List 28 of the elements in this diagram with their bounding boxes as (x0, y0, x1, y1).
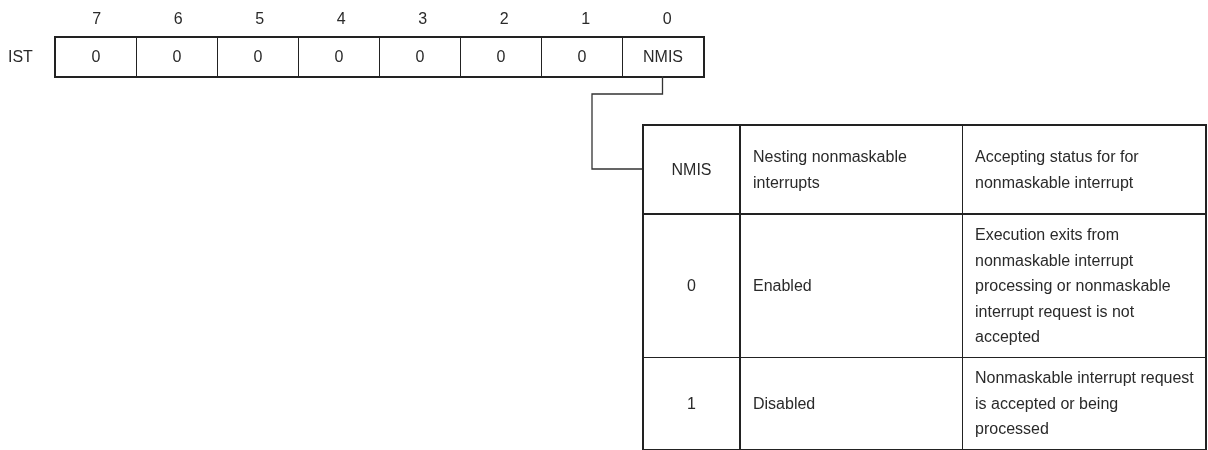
bit-cell: 0 (298, 38, 379, 76)
table-cell: Enabled (739, 213, 962, 357)
bit-description-table (642, 124, 1207, 450)
table-cell: Execution exits from nonmaskable interrupt processing or nonmaskable interrupt request is not accepted (962, 213, 1205, 357)
table-cell: Disabled (739, 357, 962, 449)
table-cell: 0 (644, 213, 739, 357)
bit-number: 5 (254, 10, 266, 28)
bit-number: 3 (417, 10, 429, 28)
bit-number: 2 (498, 10, 510, 28)
bit-number: 6 (172, 10, 184, 28)
bit-cell: 0 (541, 38, 622, 76)
bit-number: 4 (335, 10, 347, 28)
bit-number: 7 (91, 10, 103, 28)
bit-number: 0 (661, 10, 673, 28)
bit-cell: 0 (460, 38, 541, 76)
bit-cell: 0 (217, 38, 298, 76)
table-cell: Accepting status for for nonmaskable interrupt (962, 126, 1205, 213)
table-cell: 1 (644, 357, 739, 449)
bit-cell: 0 (379, 38, 460, 76)
register-name: IST (8, 48, 34, 66)
table-cell: Nesting nonmaskable interrupts (739, 126, 962, 213)
table-cell-text: NMIS (670, 159, 713, 180)
bit-cell: NMIS (622, 38, 703, 76)
table-cell: Nonmaskable interrupt request is accepted or being processed (962, 357, 1205, 449)
bit-number: 1 (580, 10, 592, 28)
bit-cell: 0 (56, 38, 136, 76)
leader-line (591, 75, 664, 170)
bit-cell: 0 (136, 38, 217, 76)
